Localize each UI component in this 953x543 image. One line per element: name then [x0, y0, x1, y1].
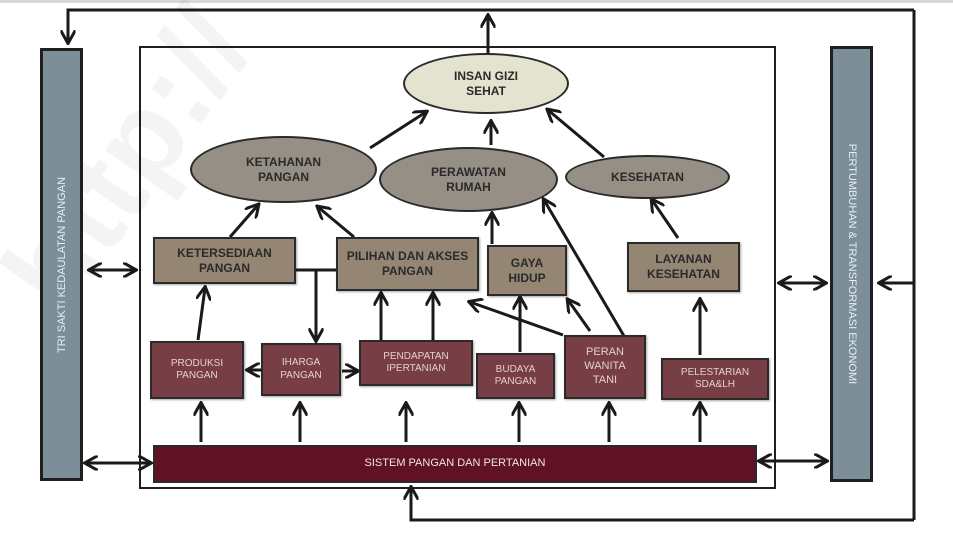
peran-label: PERAN WANITA TANI	[584, 346, 626, 386]
node-perawatan-rumah: PERAWATAN RUMAH	[379, 147, 558, 212]
perawatan-label: PERAWATAN RUMAH	[431, 164, 506, 194]
peran-to-perawatan	[544, 200, 626, 337]
node-pendapatan-pertanian: PENDAPATAN IPERTANIAN	[359, 340, 473, 386]
layanan-label: LAYANAN KESEHATAN	[647, 252, 720, 281]
pilihan-label: PILIHAN DAN AKSES PANGAN	[346, 249, 469, 278]
feedback-loop-bottom	[411, 488, 914, 522]
harga-label: IHARGA PANGAN	[280, 357, 322, 381]
top-border	[0, 0, 953, 3]
node-layanan-kesehatan: LAYANAN KESEHATAN	[627, 242, 740, 292]
node-peran-wanita-tani: PERAN WANITA TANI	[564, 335, 646, 399]
node-produksi-pangan: PRODUKSI PANGAN	[150, 341, 244, 399]
pendapatan-label: PENDAPATAN IPERTANIAN	[383, 350, 449, 375]
pilihan-to-ketahanan	[318, 207, 355, 239]
node-harga-pangan: IHARGA PANGAN	[261, 343, 341, 396]
outcome-line-2: SEHAT	[466, 83, 506, 98]
layanan-to-kesehatan	[652, 200, 680, 239]
gaya-label: GAYA HIDUP	[508, 255, 546, 285]
node-pilihan-akses-pangan: PILIHAN DAN AKSES PANGAN	[336, 237, 479, 291]
left-pillar: TRI SAKTI KEDAULATAN PANGAN	[40, 48, 83, 481]
node-budaya-pangan: BUDAYA PANGAN	[476, 353, 555, 399]
node-ketersediaan-pangan: KETERSEDIAAN PANGAN	[153, 237, 296, 284]
system-frame	[139, 46, 776, 489]
node-pelestarian-sdalh: PELESTARIAN SDA&LH	[661, 358, 769, 400]
ketahanan-to-outcome	[369, 112, 426, 150]
node-gaya-hidup: GAYA HIDUP	[487, 245, 567, 296]
kesehatan-to-outcome	[548, 110, 605, 159]
ketahanan-label: KETAHANAN PANGAN	[245, 154, 322, 184]
pelestarian-label: PELESTARIAN SDA&LH	[680, 366, 750, 391]
peran-to-gaya	[568, 300, 592, 332]
node-kesehatan: KESEHATAN	[565, 155, 730, 199]
kesehatan-label: KESEHATAN	[611, 169, 684, 184]
ketersediaan-label: KETERSEDIAAN PANGAN	[177, 245, 272, 275]
feedback-loop-top	[68, 8, 914, 42]
outcome-insan-gizi-sehat: INSAN GIZI SEHAT	[403, 53, 569, 114]
right-pillar: PERTUMBUHAN & TRANSFORMASI EKONOMI	[830, 46, 873, 482]
produksi-label: PRODUKSI PANGAN	[170, 357, 224, 382]
outcome-line-1: INSAN GIZI	[453, 68, 518, 83]
node-ketahanan-pangan: KETAHANAN PANGAN	[190, 136, 377, 203]
foundation-label: SISTEM PANGAN DAN PERTANIAN	[364, 457, 546, 470]
produksi-to-ketersediaan	[198, 288, 205, 341]
peran-to-pilihan	[470, 302, 564, 337]
ketersediaan-to-ketahanan	[228, 205, 258, 238]
budaya-label: BUDAYA PANGAN	[494, 363, 537, 388]
node-sistem-pangan-pertanian: SISTEM PANGAN DAN PERTANIAN	[153, 445, 757, 483]
